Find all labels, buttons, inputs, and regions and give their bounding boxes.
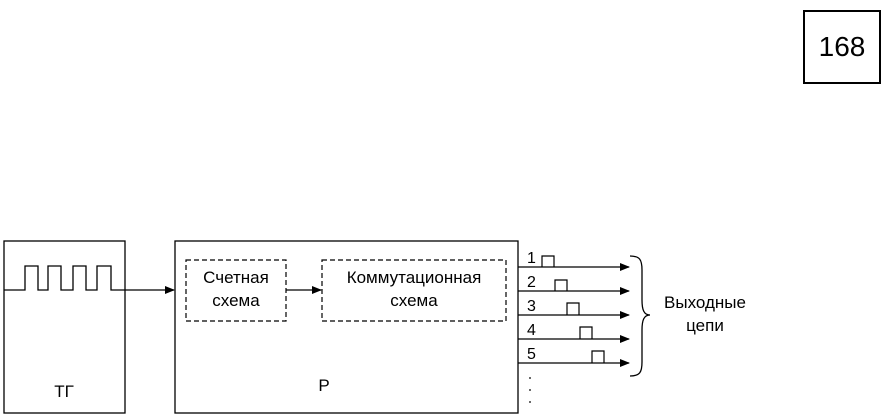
r-block: Р: [174, 240, 519, 414]
page-number: 168: [803, 10, 881, 84]
output-3-label: 3: [527, 298, 536, 315]
output-5-label: 5: [527, 346, 536, 363]
output-1-label: 1: [527, 250, 536, 267]
counting-circuit-line2: схема: [212, 291, 260, 310]
output-4: 4: [518, 322, 630, 343]
output-4-label: 4: [527, 322, 536, 339]
output-3: 3: [518, 298, 630, 319]
output-5: 5: [518, 346, 630, 367]
tg-block: ТГ: [3, 240, 126, 414]
output-1: 1: [518, 250, 630, 271]
output-1-pulse: [541, 255, 555, 267]
r-label: Р: [318, 376, 329, 395]
output-5-pulse: [591, 350, 605, 363]
counting-circuit-block: Счетная схема: [185, 259, 287, 322]
output-group-line1: Выходные: [664, 293, 746, 312]
counting-circuit-line1: Счетная: [203, 268, 269, 287]
curly-brace: [629, 255, 651, 377]
switching-circuit-line2: схема: [390, 291, 438, 310]
switching-circuit-line1: Коммутационная: [347, 268, 482, 287]
output-4-pulse: [579, 326, 593, 339]
output-2-pulse: [554, 279, 568, 291]
continuation-dots: [529, 377, 531, 403]
output-2-label: 2: [527, 274, 536, 291]
output-group-line2: цепи: [686, 316, 724, 335]
switching-circuit-block: Коммутационная схема: [321, 259, 507, 322]
output-2: 2: [518, 274, 630, 295]
output-3-pulse: [566, 302, 580, 315]
pulse-train: [4, 265, 125, 291]
tg-label: ТГ: [54, 382, 74, 401]
